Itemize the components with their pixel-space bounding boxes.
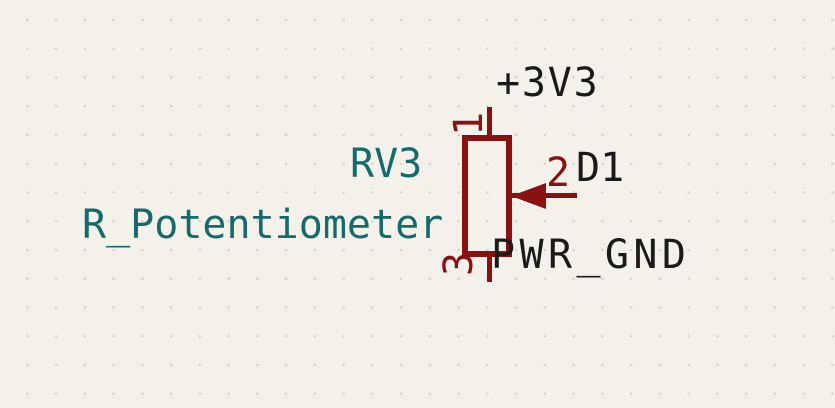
pin-3-number: 3 (436, 244, 482, 284)
pin-1-line[interactable] (487, 107, 492, 137)
pin-3-line[interactable] (487, 255, 492, 282)
reference-field[interactable]: RV3 (350, 141, 423, 187)
net-label-3v3[interactable]: +3V3 (496, 60, 600, 106)
pin-2-number: 2 (546, 150, 571, 196)
value-field[interactable]: R_Potentiometer (82, 202, 444, 248)
pin-3-number-text: 3 (436, 251, 482, 277)
net-label-pwr-gnd[interactable]: PWR_GND (491, 232, 691, 278)
potentiometer-body[interactable] (462, 135, 512, 257)
wiper-arrow-icon (511, 183, 546, 209)
pin-1-number: 1 (446, 104, 492, 144)
pin-1-number-text: 1 (446, 111, 492, 137)
net-label-d1[interactable]: D1 (576, 145, 625, 191)
